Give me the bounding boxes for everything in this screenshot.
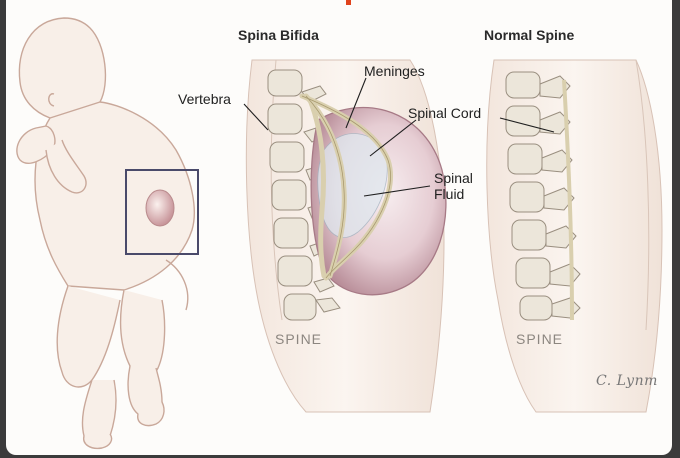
accent-mark bbox=[346, 0, 351, 5]
label-spinal-fluid-line2: Fluid bbox=[434, 186, 465, 202]
normal-spinal-cord bbox=[562, 79, 574, 321]
illustration-svg bbox=[16, 0, 663, 450]
label-spinal-fluid-line1: Spinal bbox=[434, 170, 473, 186]
zoom-frame bbox=[125, 169, 199, 255]
spina-bifida-vertebrae bbox=[267, 69, 341, 321]
spine-label-left: SPINE bbox=[275, 331, 323, 347]
illustration-panel: Spina Bifida Normal Spine Vertebra Menin… bbox=[6, 0, 672, 455]
label-vertebra: Vertebra bbox=[178, 91, 231, 107]
label-spinal-fluid: Spinal Fluid bbox=[434, 170, 473, 202]
title-spina-bifida: Spina Bifida bbox=[238, 27, 319, 43]
spine-label-right: SPINE bbox=[516, 331, 564, 347]
label-meninges: Meninges bbox=[364, 63, 425, 79]
artist-signature: C. Lynm bbox=[596, 373, 658, 389]
normal-vertebrae bbox=[505, 71, 581, 321]
lesion-bump bbox=[145, 189, 175, 227]
label-spinal-cord: Spinal Cord bbox=[408, 105, 482, 121]
spinal-fluid-area bbox=[317, 133, 388, 238]
title-normal-spine: Normal Spine bbox=[484, 27, 575, 43]
label-leader-lines bbox=[243, 77, 555, 197]
baby-figure bbox=[16, 17, 195, 450]
